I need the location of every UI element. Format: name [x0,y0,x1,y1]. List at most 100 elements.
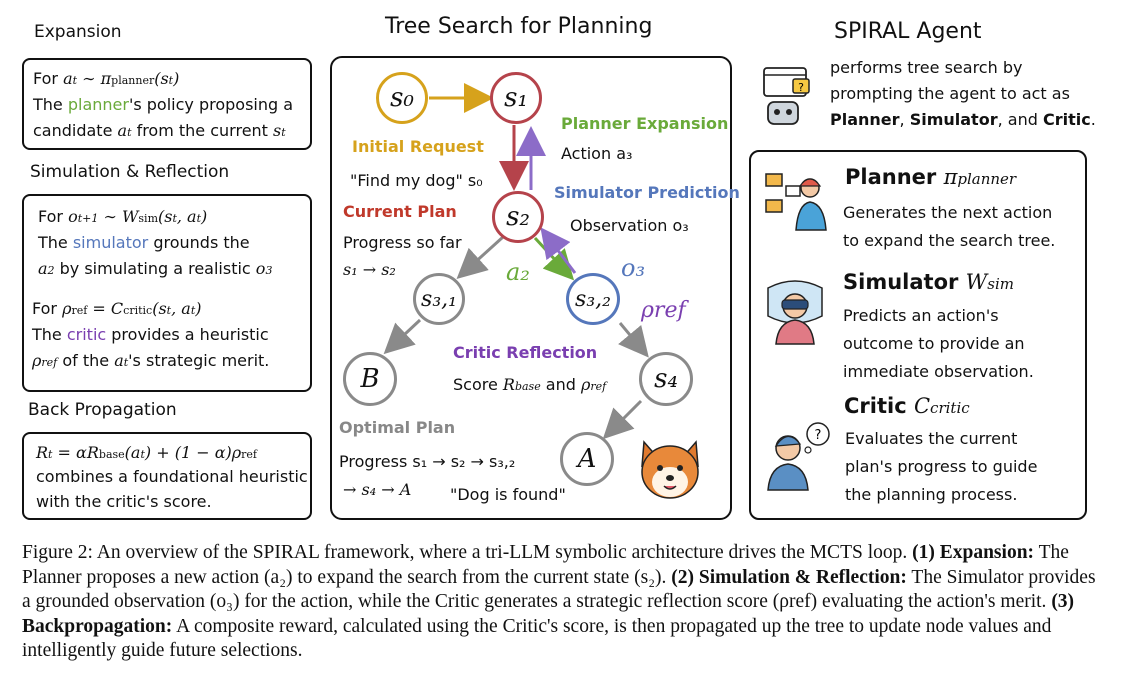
expansion-title: Expansion [34,22,122,42]
simulator-icon [767,280,823,345]
sim-line-1: For ot+1 ∼ Wsim(st, at) [38,204,207,231]
edge-s4-A [602,399,643,440]
back-title: Back Propagation [28,400,177,420]
critic-desc-1: Evaluates the current [845,429,1018,448]
simulator-prediction-text: Observation o₃ [570,216,689,235]
node-s2: s₂ [492,191,544,243]
optimal-plan-text-1: Progress s₁ → s₂ → s₃,₂ [339,452,516,471]
dog-face-icon [641,440,699,499]
expansion-line-2-post: 's policy proposing a [128,95,294,114]
svg-text:?: ? [798,81,804,94]
intro-line-3: Planner, Simulator, and Critic. [830,107,1096,132]
caption-intro: Figure 2: An overview of the SPIRAL fram… [22,542,908,563]
critic-name-text: Critic [844,394,907,418]
simulator-highlight: simulator [72,233,149,252]
intro-planner: Planner [830,110,900,129]
simulator-desc-2: outcome to provide an [843,334,1025,353]
backprop-box: Rt = αRbase(at) + (1 − α)ρref combines a… [22,432,312,520]
sim-line-2: The simulator grounds the [38,230,250,255]
node-s4: s₄ [639,352,693,406]
optimal-plan-label: Optimal Plan [339,418,456,437]
intro-sep-2: , and [997,110,1043,129]
current-plan-label: Current Plan [343,202,457,221]
sim-line-3: a2 by simulating a realistic o3 [38,259,273,278]
robot-chat-icon: ? [763,67,810,125]
expansion-line-3: candidate at from the current st [33,121,286,140]
critic-line-2-pre: The [32,325,67,344]
initial-request-text: "Find my dog" s₀ [350,171,483,190]
sim-line-2-post: grounds the [148,233,250,252]
dog-found-text: "Dog is found" [450,485,566,504]
critic-line-2: The critic provides a heuristic [32,322,269,347]
figure-caption: Figure 2: An overview of the SPIRAL fram… [22,541,1102,664]
critic-highlight: critic [66,325,107,344]
backprop-line-2: combines a foundational heuristic [36,467,308,486]
node-s1: s₁ [490,72,542,124]
edge-s31-B [383,318,422,355]
edge-s32-s2 [540,227,577,274]
sim-formula: ot+1 ∼ Wsim(st, at) [68,207,208,226]
caption-t2: The Simulator provides a grounded observ… [22,566,1096,613]
edge-s2-s31 [456,235,505,280]
center-title: Tree Search for Planning [385,14,653,39]
edge-label-a2: a₂ [506,258,530,286]
planner-desc-1: Generates the next action [843,203,1053,222]
node-s0: s₀ [376,72,428,124]
critic-desc-3: the planning process. [845,485,1018,504]
simulation-box: For ot+1 ∼ Wsim(st, at) The simulator gr… [22,194,312,392]
intro-critic: Critic [1042,110,1091,129]
right-title: SPIRAL Agent [834,19,982,44]
critic-line-3: ρref of the at's strategic merit. [32,351,270,370]
sim-title: Simulation & Reflection [30,162,230,182]
planner-desc-2: to expand the search tree. [843,231,1056,250]
initial-request-label: Initial Request [352,137,484,156]
backprop-line-3: with the critic's score. [36,492,212,511]
svg-text:?: ? [815,428,822,443]
planner-name: Planner πplanner [845,165,1017,189]
caption-h1: (1) Expansion: [912,542,1035,563]
current-plan-text-1: Progress so far [343,233,462,252]
planner-icon [765,173,827,231]
critic-reflection-text: Score Rbase and ρref [453,375,607,394]
edge-label-o3: o₃ [621,254,646,282]
edge-s32-s4 [618,322,649,358]
expansion-line-1: For at ∼ πplanner(st) [33,66,179,93]
intro-simulator: Simulator [909,110,998,129]
node-s32: s₃,₂ [566,273,620,325]
caption-t3: A composite reward, calculated using the… [22,615,1052,662]
expansion-formula: at ∼ πplanner(st) [63,69,180,88]
planner-expansion-label: Planner Expansion [561,114,729,133]
expansion-line-2: The planner's policy proposing a [33,92,293,117]
simulator-prediction-label: Simulator Prediction [554,183,740,202]
intro-line-1: performs tree search by [830,58,1023,77]
critic-line-1-prefix: For [32,299,57,318]
expansion-box: For at ∼ πplanner(st) The planner's poli… [22,58,312,150]
critic-reflection-label: Critic Reflection [453,343,598,362]
backprop-formula: Rt = αRbase(at) + (1 − α)ρref [36,443,257,462]
simulator-desc-3: immediate observation. [843,362,1034,381]
simulator-name-text: Simulator [843,270,959,294]
planner-name-text: Planner [845,165,937,189]
expansion-line-2-pre: The [33,95,68,114]
intro-sep-1: , [899,110,910,129]
critic-icon: ? [767,422,830,491]
simulator-desc-1: Predicts an action's [843,306,999,325]
sim-line-2-pre: The [38,233,73,252]
critic-line-2-post: provides a heuristic [106,325,269,344]
critic-desc-2: plan's progress to guide [845,457,1038,476]
critic-line-1: For ρref = Ccritic(st, at) [32,296,201,323]
expansion-line-1-prefix: For [33,69,58,88]
planner-highlight: planner [67,95,129,114]
current-plan-text-2: s₁ → s₂ [343,260,396,279]
intro-line-2: prompting the agent to act as [830,84,1070,103]
planner-expansion-text: Action a₃ [561,144,633,163]
edge-label-rho: ρref [641,298,686,323]
critic-name: Critic Ccritic [844,394,970,418]
node-B: B [343,352,397,406]
optimal-plan-text-2: → s₄ → A [343,480,412,499]
critic-formula: ρref = Ccritic(st, at) [62,299,202,318]
sim-line-1-prefix: For [38,207,63,226]
caption-t1: The Planner proposes a new action (a₂) t… [22,542,1069,588]
intro-end: . [1090,110,1096,129]
